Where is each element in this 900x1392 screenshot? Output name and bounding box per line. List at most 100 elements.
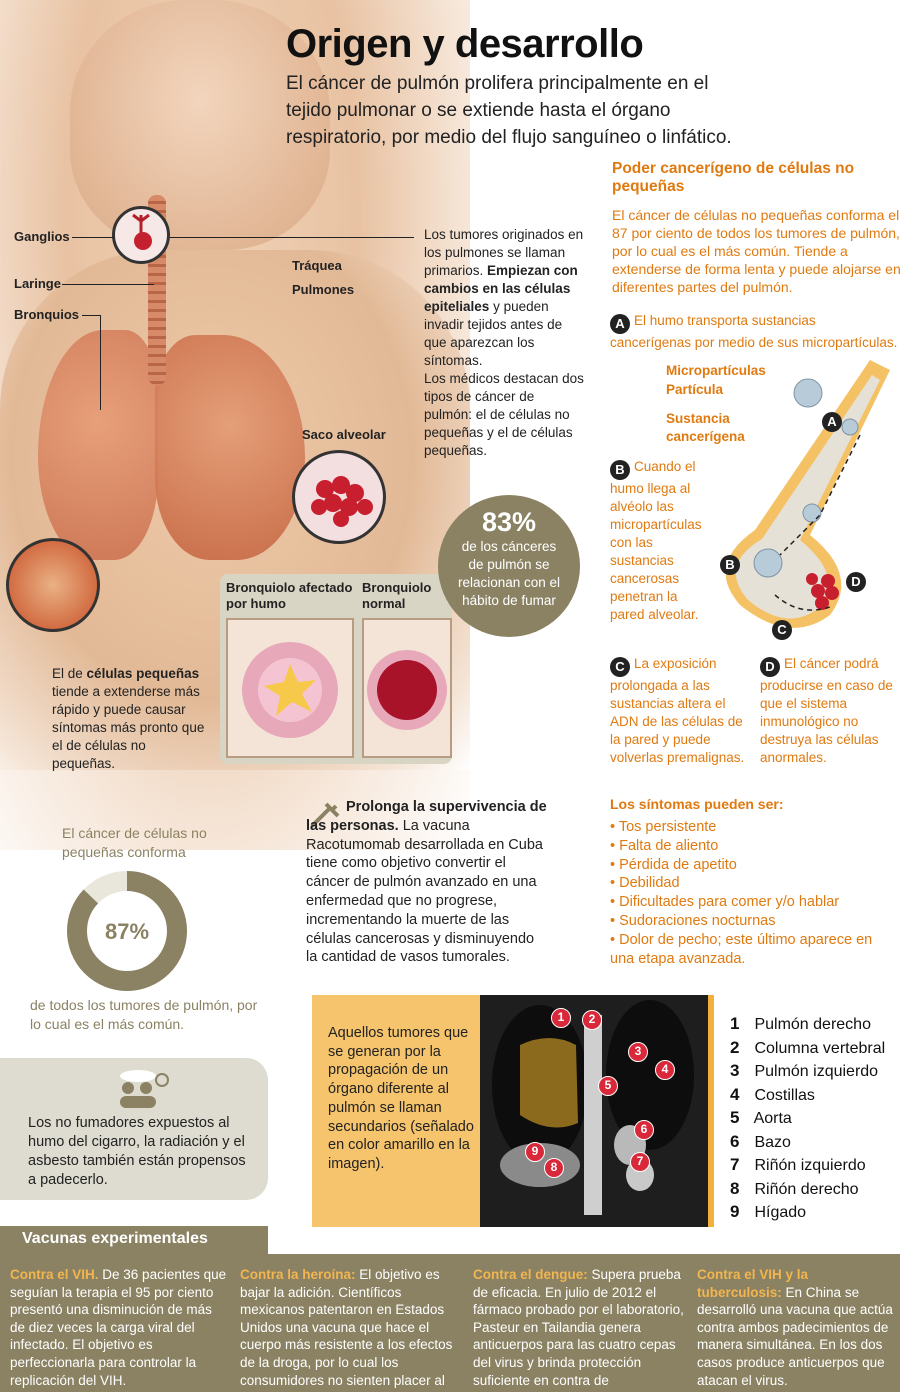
legend-label: Hígado (754, 1204, 807, 1221)
vaccines-heading: Vacunas experimentales (0, 1226, 268, 1254)
vaccine-col-heroin: Contra la heroína: El objetivo es bajar … (240, 1266, 458, 1392)
ct-marker: 8 (544, 1158, 564, 1178)
step-d-badge: D (760, 657, 780, 677)
vaccine-text: La vacuna Racotumomab desarrollada en Cu… (306, 817, 543, 966)
label-laringe: Laringe (14, 276, 61, 291)
legend-num: 6 (730, 1131, 740, 1151)
symptom-item: • Dificultades para comer y/o hablar (610, 894, 840, 911)
syringe-icon (308, 800, 342, 835)
label-ganglios: Ganglios (14, 229, 70, 244)
legend-row: 4 Costillas (730, 1084, 900, 1108)
stat-83-text: de los cánceres de pulmón se relacionan … (457, 539, 561, 608)
nonsmokers-text: Los no fumadores expuestos al humo del c… (28, 1115, 246, 1188)
label-particula: Partícula (666, 382, 724, 397)
legend-label: Aorta (753, 1110, 792, 1127)
small-cell-bold: células pequeñas (86, 666, 200, 681)
small-cell-pre: El de (52, 666, 83, 681)
legend-num: 5 (730, 1108, 740, 1127)
legend-label: Costillas (754, 1086, 815, 1104)
label-sustancia: Sustancia cancerígena (666, 411, 745, 444)
stat-87-arc (67, 871, 187, 991)
symptom-item: • Tos persistente (610, 819, 717, 835)
label-microparticulas: Micropartículas (666, 363, 766, 378)
vaccine-col-text: Supera prueba de eficacia. En julio de 2… (473, 1267, 684, 1388)
ct-scan-image (480, 995, 708, 1227)
bronchiole-normal-image (362, 618, 452, 758)
bronchiole-normal-icon (367, 650, 447, 730)
step-d-text: El cáncer podrá producirse en caso de qu… (760, 656, 893, 765)
ct-marker: 3 (628, 1042, 648, 1062)
label-bronquios: Bronquios (14, 307, 79, 322)
right-lung-illustration (38, 330, 158, 560)
ct-marker: 4 (655, 1060, 675, 1080)
ct-marker: 1 (551, 1008, 571, 1028)
legend-label: Pulmón izquierdo (754, 1063, 879, 1080)
step-c-text: La exposición prolongada a las sustancia… (610, 656, 745, 765)
legend-num: 9 (730, 1202, 740, 1221)
marker-b: B (720, 555, 740, 575)
vaccines-strip (0, 1254, 900, 1392)
legend-num: 2 (730, 1037, 740, 1057)
ct-marker: 6 (634, 1120, 654, 1140)
legend-row: 5 Aorta (730, 1107, 900, 1131)
symptoms-list: • Tos persistente • Falta de aliento • P… (610, 818, 880, 968)
step-a-text: El humo transporta sustancias cancerígen… (610, 313, 898, 350)
symptom-item: • Sudoraciones nocturnas (610, 912, 776, 929)
symptoms-heading: Los síntomas pueden ser: (610, 796, 784, 812)
step-a-badge: A (610, 314, 630, 334)
small-cell-post: tiende a extenderse más rápido y puede c… (52, 684, 205, 771)
ganglion-icon (132, 213, 152, 250)
primary-text-1: Los tumores originados en los pulmones s… (424, 227, 584, 278)
alveolus-diagram (725, 360, 890, 628)
stat-83-value: 83% (481, 507, 537, 537)
leader-line (170, 237, 414, 239)
legend-label: Columna vertebral (754, 1039, 886, 1057)
legend-row: 1 Pulmón derecho (730, 1013, 900, 1037)
lead-paragraph: El cáncer de pulmón prolifera principalm… (286, 73, 732, 148)
vaccine-col-text: En China se desarrolló una vacuna que ac… (697, 1284, 893, 1388)
leader-line (72, 237, 114, 239)
small-cell-zoom (6, 538, 100, 632)
legend-num: 1 (730, 1014, 740, 1033)
small-cell-text: El de células pequeñas tiende a extender… (52, 665, 212, 773)
vaccine-col-tb: Contra el VIH y la tuberculosis: En Chin… (697, 1266, 893, 1389)
label-bronquiolo-normal: Bronquiolo normal (362, 580, 432, 611)
ct-marker: 5 (598, 1076, 618, 1096)
legend-label: Pulmón derecho (754, 1016, 871, 1033)
label-traquea: Tráquea (292, 258, 342, 273)
bronchiole-smoke-icon (242, 642, 338, 738)
vaccine-col-heading: Contra la heroína: (240, 1267, 356, 1282)
stat-87-bottom: de todos los tumores de pulmón, por lo c… (30, 997, 258, 1032)
stat-83-circle: 83% de los cánceres de pulmón se relacio… (438, 495, 580, 637)
legend-num: 3 (730, 1061, 740, 1080)
leader-line (62, 284, 154, 286)
step-c-badge: C (610, 657, 630, 677)
legend-row: 6 Bazo (730, 1131, 900, 1155)
nsclc-heading: Poder cancerígeno de células no pequeñas (612, 160, 855, 195)
symptom-item: • Falta de aliento (610, 837, 719, 854)
vaccine-col-dengue: Contra el dengue: Supera prueba de efica… (473, 1266, 691, 1389)
secondary-text: Aquellos tumores que se generan por la p… (328, 1025, 474, 1172)
label-pulmones: Pulmones (292, 282, 355, 297)
legend-row: 3 Pulmón izquierdo (730, 1060, 900, 1084)
ct-marker: 9 (525, 1142, 545, 1162)
ct-marker: 2 (582, 1010, 602, 1030)
people-smoke-icon (112, 1066, 172, 1115)
nsclc-text: El cáncer de células no pequeñas conform… (612, 207, 900, 295)
marker-d: D (846, 572, 866, 592)
legend-num: 7 (730, 1155, 740, 1174)
vaccine-col-text: El objetivo es bajar la adición. Científ… (240, 1267, 453, 1392)
primary-text-rest: y pueden invadir tejidos antes de que ap… (424, 299, 563, 368)
left-lung-illustration (155, 335, 305, 560)
stat-87-top: El cáncer de células no pequeñas conform… (62, 825, 207, 860)
vaccine-col-heading: Contra el VIH. (10, 1267, 99, 1282)
symptom-item: • Dolor de pecho; este último aparece en… (610, 931, 873, 967)
stat-87-value: 87% (105, 919, 149, 944)
primary-tumor-text: Los tumores originados en los pulmones s… (424, 226, 586, 460)
ct-legend: 1 Pulmón derecho 2 Columna vertebral 3 P… (708, 995, 900, 1227)
legend-num: 8 (730, 1178, 740, 1198)
vaccine-bold: Prolonga la supervivencia de las persona… (306, 799, 547, 834)
